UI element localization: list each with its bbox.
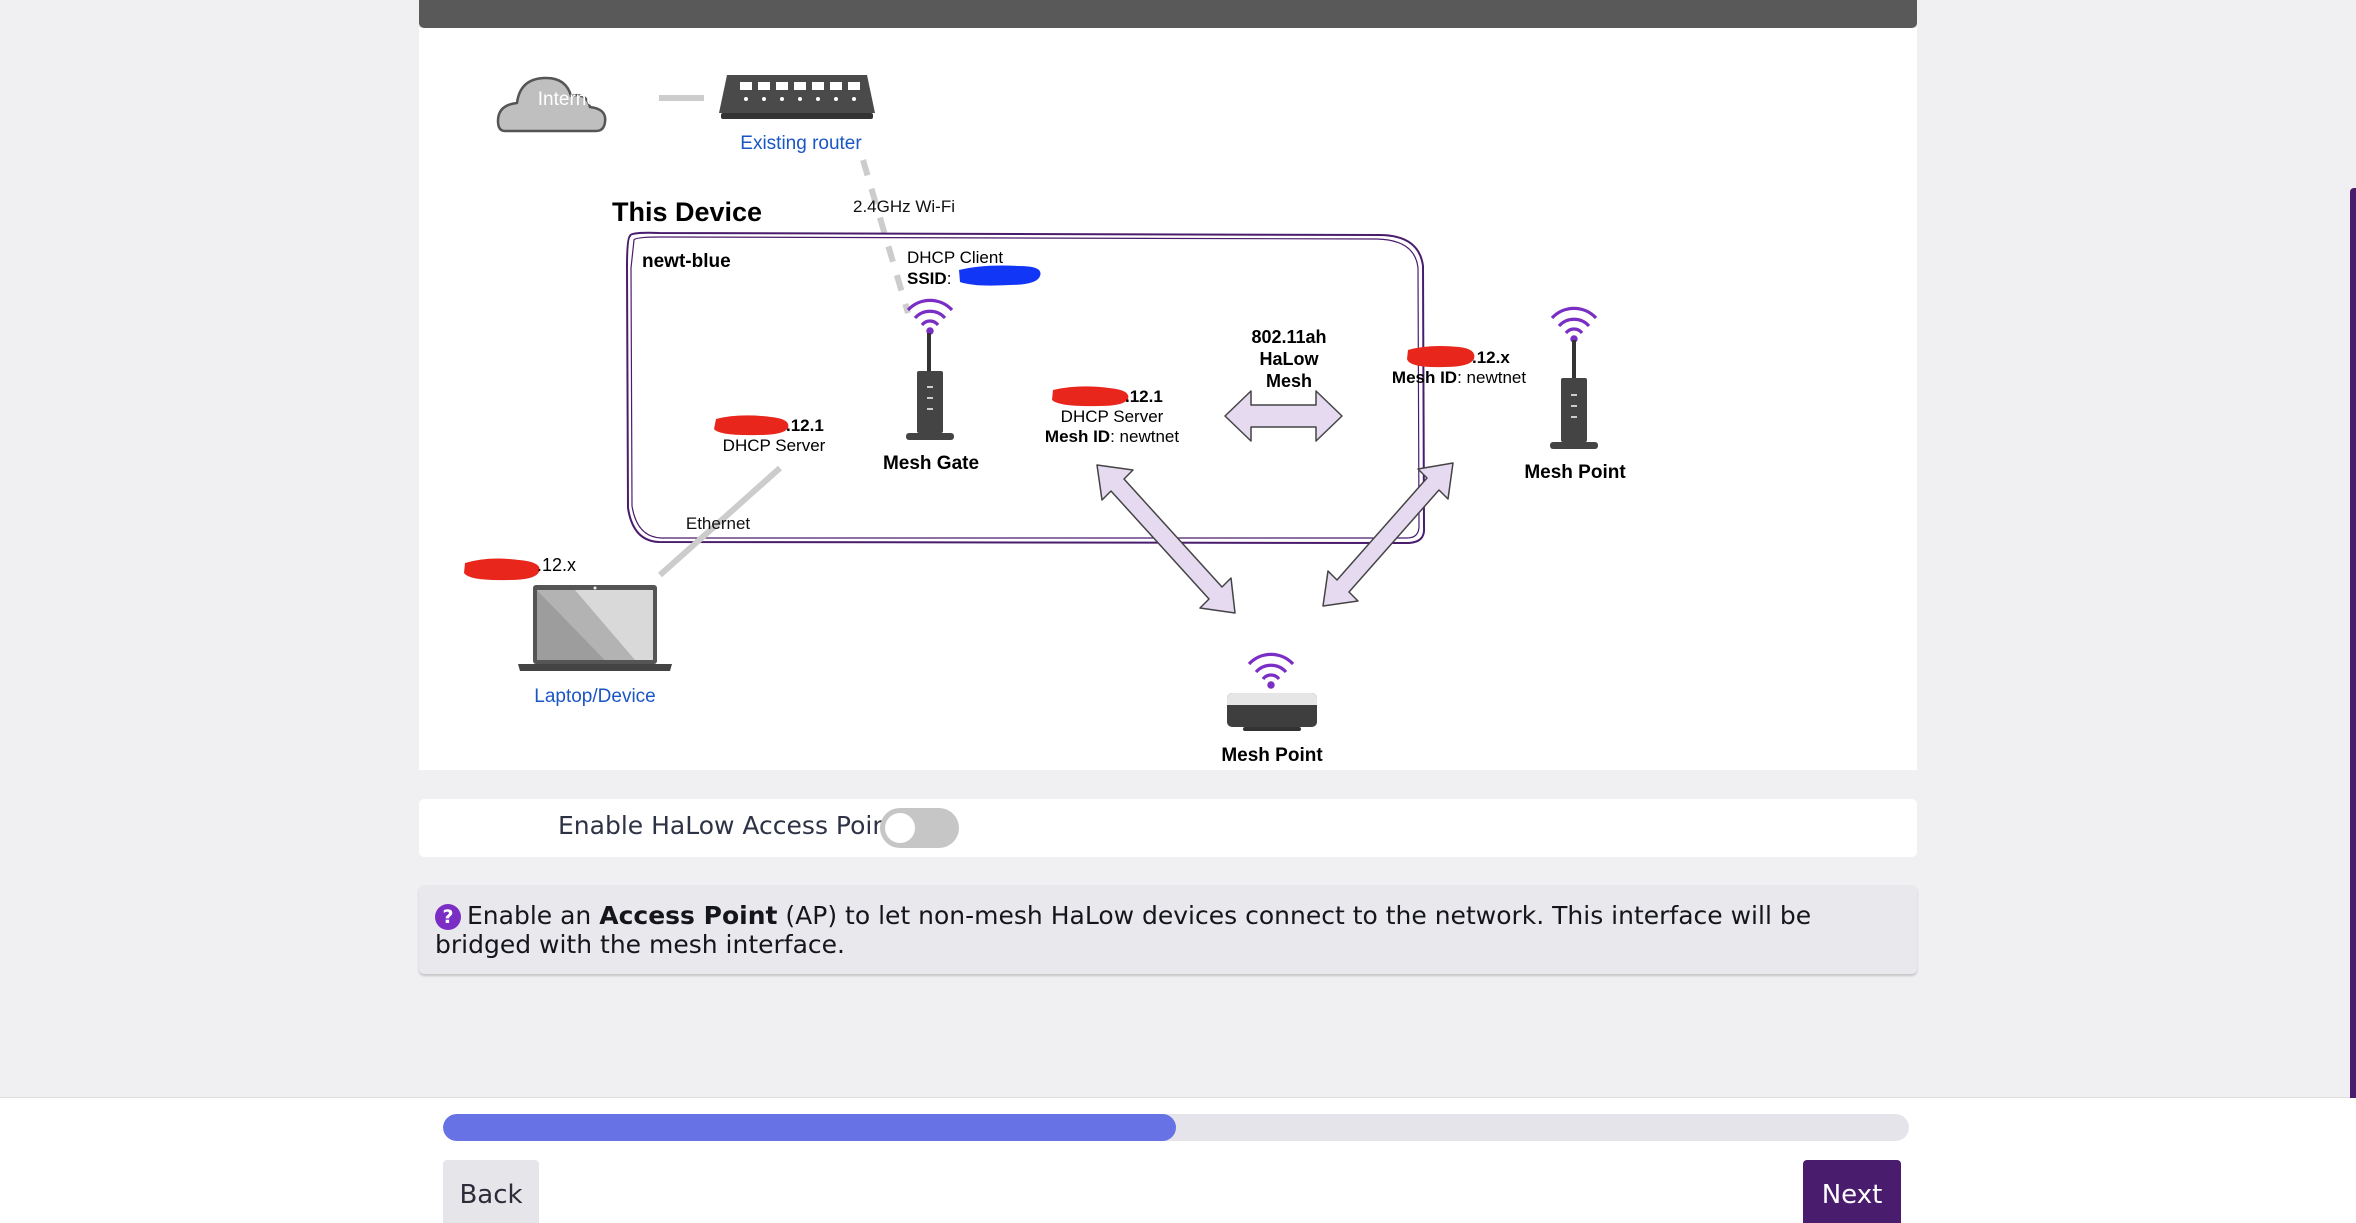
next-button[interactable]: Next bbox=[1803, 1160, 1901, 1223]
dhcp-client-label: DHCP Client bbox=[907, 248, 1003, 267]
toggle-knob bbox=[885, 813, 915, 843]
ssid-key: SSID bbox=[907, 269, 947, 288]
halow-ap-toggle-row: Enable HaLow Access Point bbox=[419, 799, 1917, 857]
mesh-gate-label: Mesh Gate bbox=[883, 453, 979, 474]
mesh-point-right-wifi-icon bbox=[1550, 306, 1598, 344]
mesh-gate-wifi-icon bbox=[906, 298, 954, 336]
internet-label: Internet bbox=[538, 89, 603, 110]
halow-line3: Mesh bbox=[1266, 371, 1312, 391]
halow-ap-toggle-label: Enable HaLow Access Point bbox=[558, 811, 899, 840]
mesh-point-right-icon bbox=[1550, 340, 1598, 449]
ethernet-label: Ethernet bbox=[686, 514, 751, 533]
internet-cloud-icon: Internet bbox=[496, 76, 607, 133]
wizard-footer: Back Next bbox=[0, 1097, 2356, 1223]
mesh-id-value: : newtnet bbox=[1110, 427, 1179, 446]
network-diagram: Internet Existing router 2.4GHz Wi-Fi Th… bbox=[419, 28, 1917, 770]
laptop-ip-suffix: .12.x bbox=[537, 555, 576, 575]
eth-ip-redaction bbox=[714, 415, 789, 436]
laptop-ip-redaction bbox=[464, 558, 540, 581]
mesh-dhcp-label: DHCP Server bbox=[1061, 407, 1164, 426]
this-device-box bbox=[625, 231, 1426, 545]
point-ip-redaction bbox=[1407, 346, 1475, 368]
eth-ip-suffix: .12.1 bbox=[786, 416, 824, 435]
point-mesh-id-value: : newtnet bbox=[1457, 368, 1526, 387]
point-mesh-id-key: Mesh ID bbox=[1392, 368, 1457, 387]
ssid-redaction bbox=[959, 265, 1041, 286]
mesh-point-bottom-icon bbox=[1227, 693, 1317, 731]
right-edge-accent bbox=[2350, 188, 2356, 1098]
halow-line1: 802.11ah bbox=[1251, 327, 1326, 347]
svg-text:Mesh ID: newtnet: Mesh ID: newtnet bbox=[1392, 368, 1526, 387]
progress-bar bbox=[443, 1114, 1909, 1141]
help-bold: Access Point bbox=[599, 901, 778, 930]
help-panel: ?Enable an Access Point (AP) to let non-… bbox=[419, 885, 1917, 974]
help-prefix: Enable an bbox=[467, 901, 600, 930]
help-suffix: (AP) to let non-mesh HaLow devices conne… bbox=[435, 901, 1812, 959]
mesh-point-right-label: Mesh Point bbox=[1524, 462, 1626, 483]
mesh-id-key: Mesh ID bbox=[1045, 427, 1110, 446]
this-device-box-inner bbox=[630, 236, 1420, 539]
point-ip-suffix: .12.x bbox=[1472, 348, 1510, 367]
mesh-gate-icon bbox=[906, 333, 954, 440]
mesh-point-bottom-label: Mesh Point bbox=[1221, 745, 1323, 766]
laptop-label: Laptop/Device bbox=[534, 686, 655, 707]
mesh-ip-redaction bbox=[1052, 386, 1129, 407]
this-device-title: This Device bbox=[612, 197, 762, 227]
device-hostname: newt-blue bbox=[642, 251, 731, 272]
wifi-dashed-link bbox=[860, 159, 911, 314]
mesh-arrow-right bbox=[1322, 462, 1454, 607]
router-icon bbox=[719, 75, 875, 119]
svg-text:SSID:: SSID: bbox=[907, 269, 951, 288]
mesh-arrow-left bbox=[1096, 464, 1236, 614]
eth-dhcp-label: DHCP Server bbox=[723, 436, 826, 455]
network-diagram-svg: Internet Existing router 2.4GHz Wi-Fi Th… bbox=[464, 75, 1626, 766]
wifi-link-label: 2.4GHz Wi-Fi bbox=[853, 197, 955, 216]
laptop-icon bbox=[518, 585, 672, 671]
mesh-point-bottom-wifi-icon bbox=[1247, 652, 1295, 690]
existing-router-label: Existing router bbox=[740, 133, 862, 154]
help-text: ?Enable an Access Point (AP) to let non-… bbox=[435, 901, 1895, 959]
ssid-sep: : bbox=[947, 269, 952, 288]
back-button[interactable]: Back bbox=[443, 1160, 539, 1223]
halow-arrow-horizontal bbox=[1224, 390, 1343, 442]
ethernet-link bbox=[658, 465, 782, 578]
svg-text:Mesh ID: newtnet: Mesh ID: newtnet bbox=[1045, 427, 1179, 446]
mesh-ip-suffix: .12.1 bbox=[1125, 387, 1163, 406]
top-bar bbox=[419, 0, 1917, 28]
halow-line2: HaLow bbox=[1259, 349, 1319, 369]
help-question-icon: ? bbox=[435, 904, 461, 930]
progress-fill bbox=[443, 1114, 1176, 1141]
halow-ap-toggle[interactable] bbox=[880, 808, 959, 848]
